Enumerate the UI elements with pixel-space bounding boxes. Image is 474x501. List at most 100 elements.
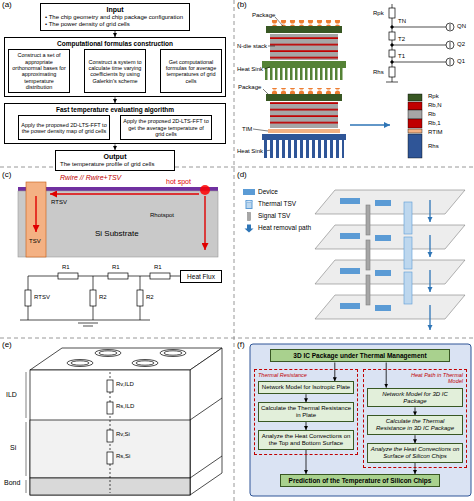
- label-box: Heat Flux: [180, 270, 222, 283]
- node-text: Heat Path in Thermal Model: [407, 372, 463, 385]
- stacked-layers: [315, 225, 465, 249]
- stacked-layers: [375, 235, 391, 241]
- flow-panel: [250, 344, 471, 496]
- layer-block: [107, 402, 113, 414]
- stacked-layers: [340, 268, 360, 274]
- node-text: Analyze the Heat Convections on the Top …: [261, 433, 351, 447]
- node-text: Network Model for 3D IC Package: [370, 391, 460, 405]
- chip-stack: [262, 88, 390, 158]
- panel-letter: (a): [2, 1, 12, 10]
- legend-text: Signal TSV: [258, 212, 290, 219]
- legend-text: Thermal TSV: [258, 200, 296, 207]
- node-text: Apply the proposed 2D-LTS-FFT to get the…: [123, 118, 209, 137]
- tsv-cross-section: [18, 182, 218, 257]
- chip-stack: [350, 124, 390, 126]
- layer-block: [99, 351, 117, 355]
- thermal-network: [386, 4, 454, 82]
- chip-stack: [268, 88, 340, 94]
- process-box: Network Model for Isotropic Plate: [258, 381, 354, 394]
- text-label: Rs,Si: [116, 453, 130, 460]
- node-text: Analyze the Heat Convections on Surface …: [370, 446, 460, 460]
- text-label: Rv,Si: [116, 431, 130, 438]
- text-label: RTSV: [34, 294, 50, 301]
- node-text: Fast temperature evaluating algorithm: [8, 106, 222, 113]
- panel-divider: [0, 338, 474, 339]
- text-label: Package: [252, 12, 275, 19]
- resistor-network: [137, 290, 143, 306]
- text-label: Heat Sink: [237, 66, 263, 73]
- node-text: Construct a system to calculate time var…: [87, 59, 143, 84]
- text-label: Si Substrate: [95, 230, 139, 239]
- text-label: Rb,1: [428, 120, 441, 127]
- chip-stack: [266, 26, 342, 33]
- child-area: Construct a set of appropriate orthonorm…: [8, 49, 222, 93]
- stacked-layers: [315, 190, 465, 214]
- node-text: Prediction of the Temperature of Silicon…: [283, 477, 437, 484]
- thermal-network: [392, 45, 446, 46]
- node-text: Network Model for Isotropic Plate: [261, 384, 351, 391]
- stacked-layers: [404, 202, 412, 234]
- stacked-layers: [366, 205, 370, 305]
- resistor-network: [25, 290, 31, 306]
- leader-line: [264, 67, 270, 69]
- stacked-layers: [375, 270, 391, 276]
- stacked-layers: [340, 198, 391, 311]
- chip-stack: [270, 34, 338, 60]
- panel-divider: [234, 0, 235, 501]
- stacked-layers: [315, 295, 465, 319]
- stacked-layers: [404, 237, 412, 269]
- resistance-bar: [408, 94, 422, 158]
- legend-row: Thermal TSV: [243, 198, 311, 210]
- layer-block: [95, 350, 121, 357]
- layer-block: [136, 361, 154, 365]
- thermal-network: [392, 27, 446, 28]
- stacked-layers: [366, 275, 370, 305]
- layer-block: [26, 348, 222, 495]
- text-label: T2: [398, 36, 405, 43]
- thermal-network: [392, 62, 446, 63]
- text-label: R1: [62, 264, 70, 271]
- layer-block: [164, 351, 182, 355]
- legend: DeviceThermal TSVSignal TSVHeat removal …: [243, 186, 311, 234]
- resistor-network: [20, 320, 150, 321]
- process-box: Input• The chip geometry and chip packag…: [40, 3, 190, 31]
- layer-block: [160, 350, 186, 357]
- leader-line: [275, 17, 283, 26]
- tsv-cross-section: [36, 194, 205, 250]
- process-box: Apply the proposed 2D-LTS-FFT to get the…: [120, 115, 212, 140]
- text-label: TSV: [29, 238, 41, 245]
- text-label: N-die stack: [237, 43, 267, 50]
- text-label: Si: [10, 444, 16, 452]
- text-label: R1: [154, 264, 162, 271]
- stacked-layers: [375, 200, 391, 206]
- thermal-network: [391, 61, 394, 64]
- resistance-bar: [408, 102, 422, 110]
- legend-icon: [243, 212, 255, 221]
- group-box: Heat Path in Thermal ModelNetwork Model …: [363, 369, 467, 468]
- text-label: Rhs: [373, 69, 384, 76]
- thermal-network: [391, 26, 394, 29]
- tsv-cross-section: [200, 185, 210, 195]
- stacked-layers: [315, 260, 465, 284]
- text-label: Rb: [428, 111, 436, 118]
- group-box: Thermal ResistanceNetwork Model for Isot…: [254, 369, 358, 455]
- stacked-layers: [375, 305, 391, 311]
- resistor-network: [150, 273, 170, 279]
- legend-swatch: [243, 189, 255, 195]
- flow-arrow: [415, 463, 416, 474]
- thermal-network: [391, 44, 394, 47]
- legend-row: Device: [243, 186, 311, 198]
- legend-text: Device: [258, 188, 278, 195]
- text-label: Heat Sink: [237, 148, 263, 155]
- chip-stack: [270, 102, 338, 128]
- text-label: Rhotspot: [150, 212, 174, 219]
- group-box: Fast temperature evaluating algorithmApp…: [4, 103, 226, 144]
- resistance-bar: [408, 134, 422, 158]
- resistance-bar: [408, 110, 422, 119]
- flow-arrow: [306, 450, 307, 474]
- text-label: Q1: [457, 58, 465, 65]
- flow-arrow: [306, 394, 307, 402]
- process-box: Calculate the Thermal Resistance in Plat…: [258, 402, 354, 422]
